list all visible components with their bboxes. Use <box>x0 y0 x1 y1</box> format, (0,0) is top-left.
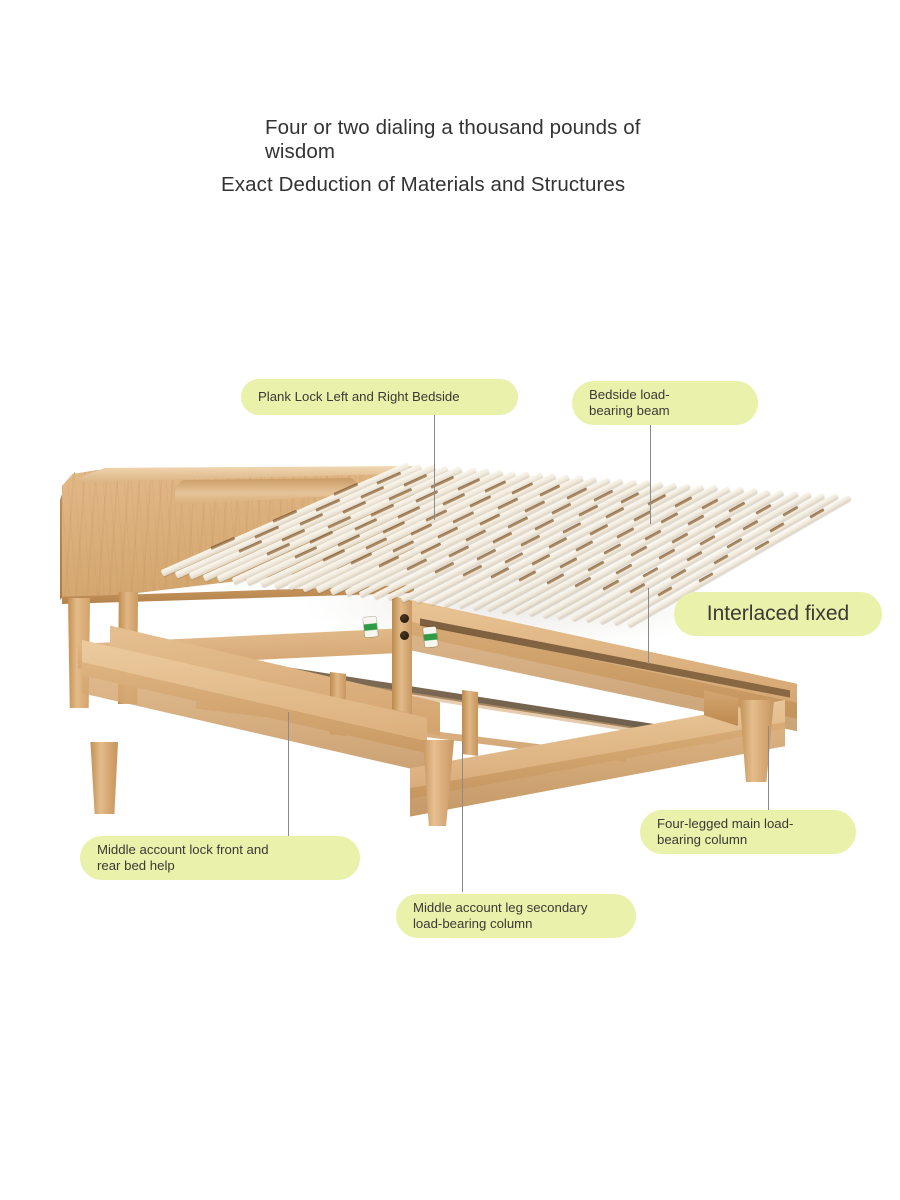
bolt-hole-lower <box>400 631 409 640</box>
leader-line-plank-lock <box>434 412 436 520</box>
callout-bedside-beam-line2: bearing beam <box>589 403 670 418</box>
callout-middle-account-lock[interactable]: Middle account lock front and rear bed h… <box>80 836 360 880</box>
leader-line-four-legged <box>768 726 770 810</box>
callout-middle-leg-line1: Middle account leg secondary <box>413 900 588 916</box>
callout-bedside-beam-line1: Bedside load- <box>589 387 670 403</box>
leader-line-middle-leg <box>462 742 464 892</box>
headline-secondary: Exact Deduction of Materials and Structu… <box>221 173 626 196</box>
leader-line-interlaced-fixed <box>648 588 650 664</box>
center-upright-post <box>392 596 412 714</box>
callout-four-legged-line2: bearing column <box>657 832 748 847</box>
callout-middle-lock-line1: Middle account lock front and <box>97 842 269 858</box>
corner-leg-front-left <box>90 742 118 814</box>
headline-primary: Four or two dialing a thousand pounds of… <box>265 116 641 163</box>
leader-line-bedside-beam <box>650 424 652 524</box>
callout-interlaced-fixed[interactable]: Interlaced fixed <box>674 592 882 636</box>
bolt-hole-upper <box>400 614 409 623</box>
callout-middle-account-leg[interactable]: Middle account leg secondary load-bearin… <box>396 894 636 938</box>
callout-bedside-beam[interactable]: Bedside load- bearing beam <box>572 381 758 425</box>
callout-four-legged-line1: Four-legged main load- <box>657 816 794 832</box>
callout-middle-leg-line2: load-bearing column <box>413 916 533 931</box>
leader-line-middle-lock <box>288 712 290 836</box>
callout-middle-lock-line2: rear bed help <box>97 858 175 873</box>
callout-plank-lock[interactable]: Plank Lock Left and Right Bedside <box>241 379 518 415</box>
callout-plank-lock-line1: Plank Lock Left and Right Bedside <box>258 389 460 405</box>
callout-four-legged-column[interactable]: Four-legged main load- bearing column <box>640 810 856 854</box>
middle-leg-right <box>462 690 478 756</box>
callout-interlaced-fixed-line1: Interlaced fixed <box>706 602 850 625</box>
